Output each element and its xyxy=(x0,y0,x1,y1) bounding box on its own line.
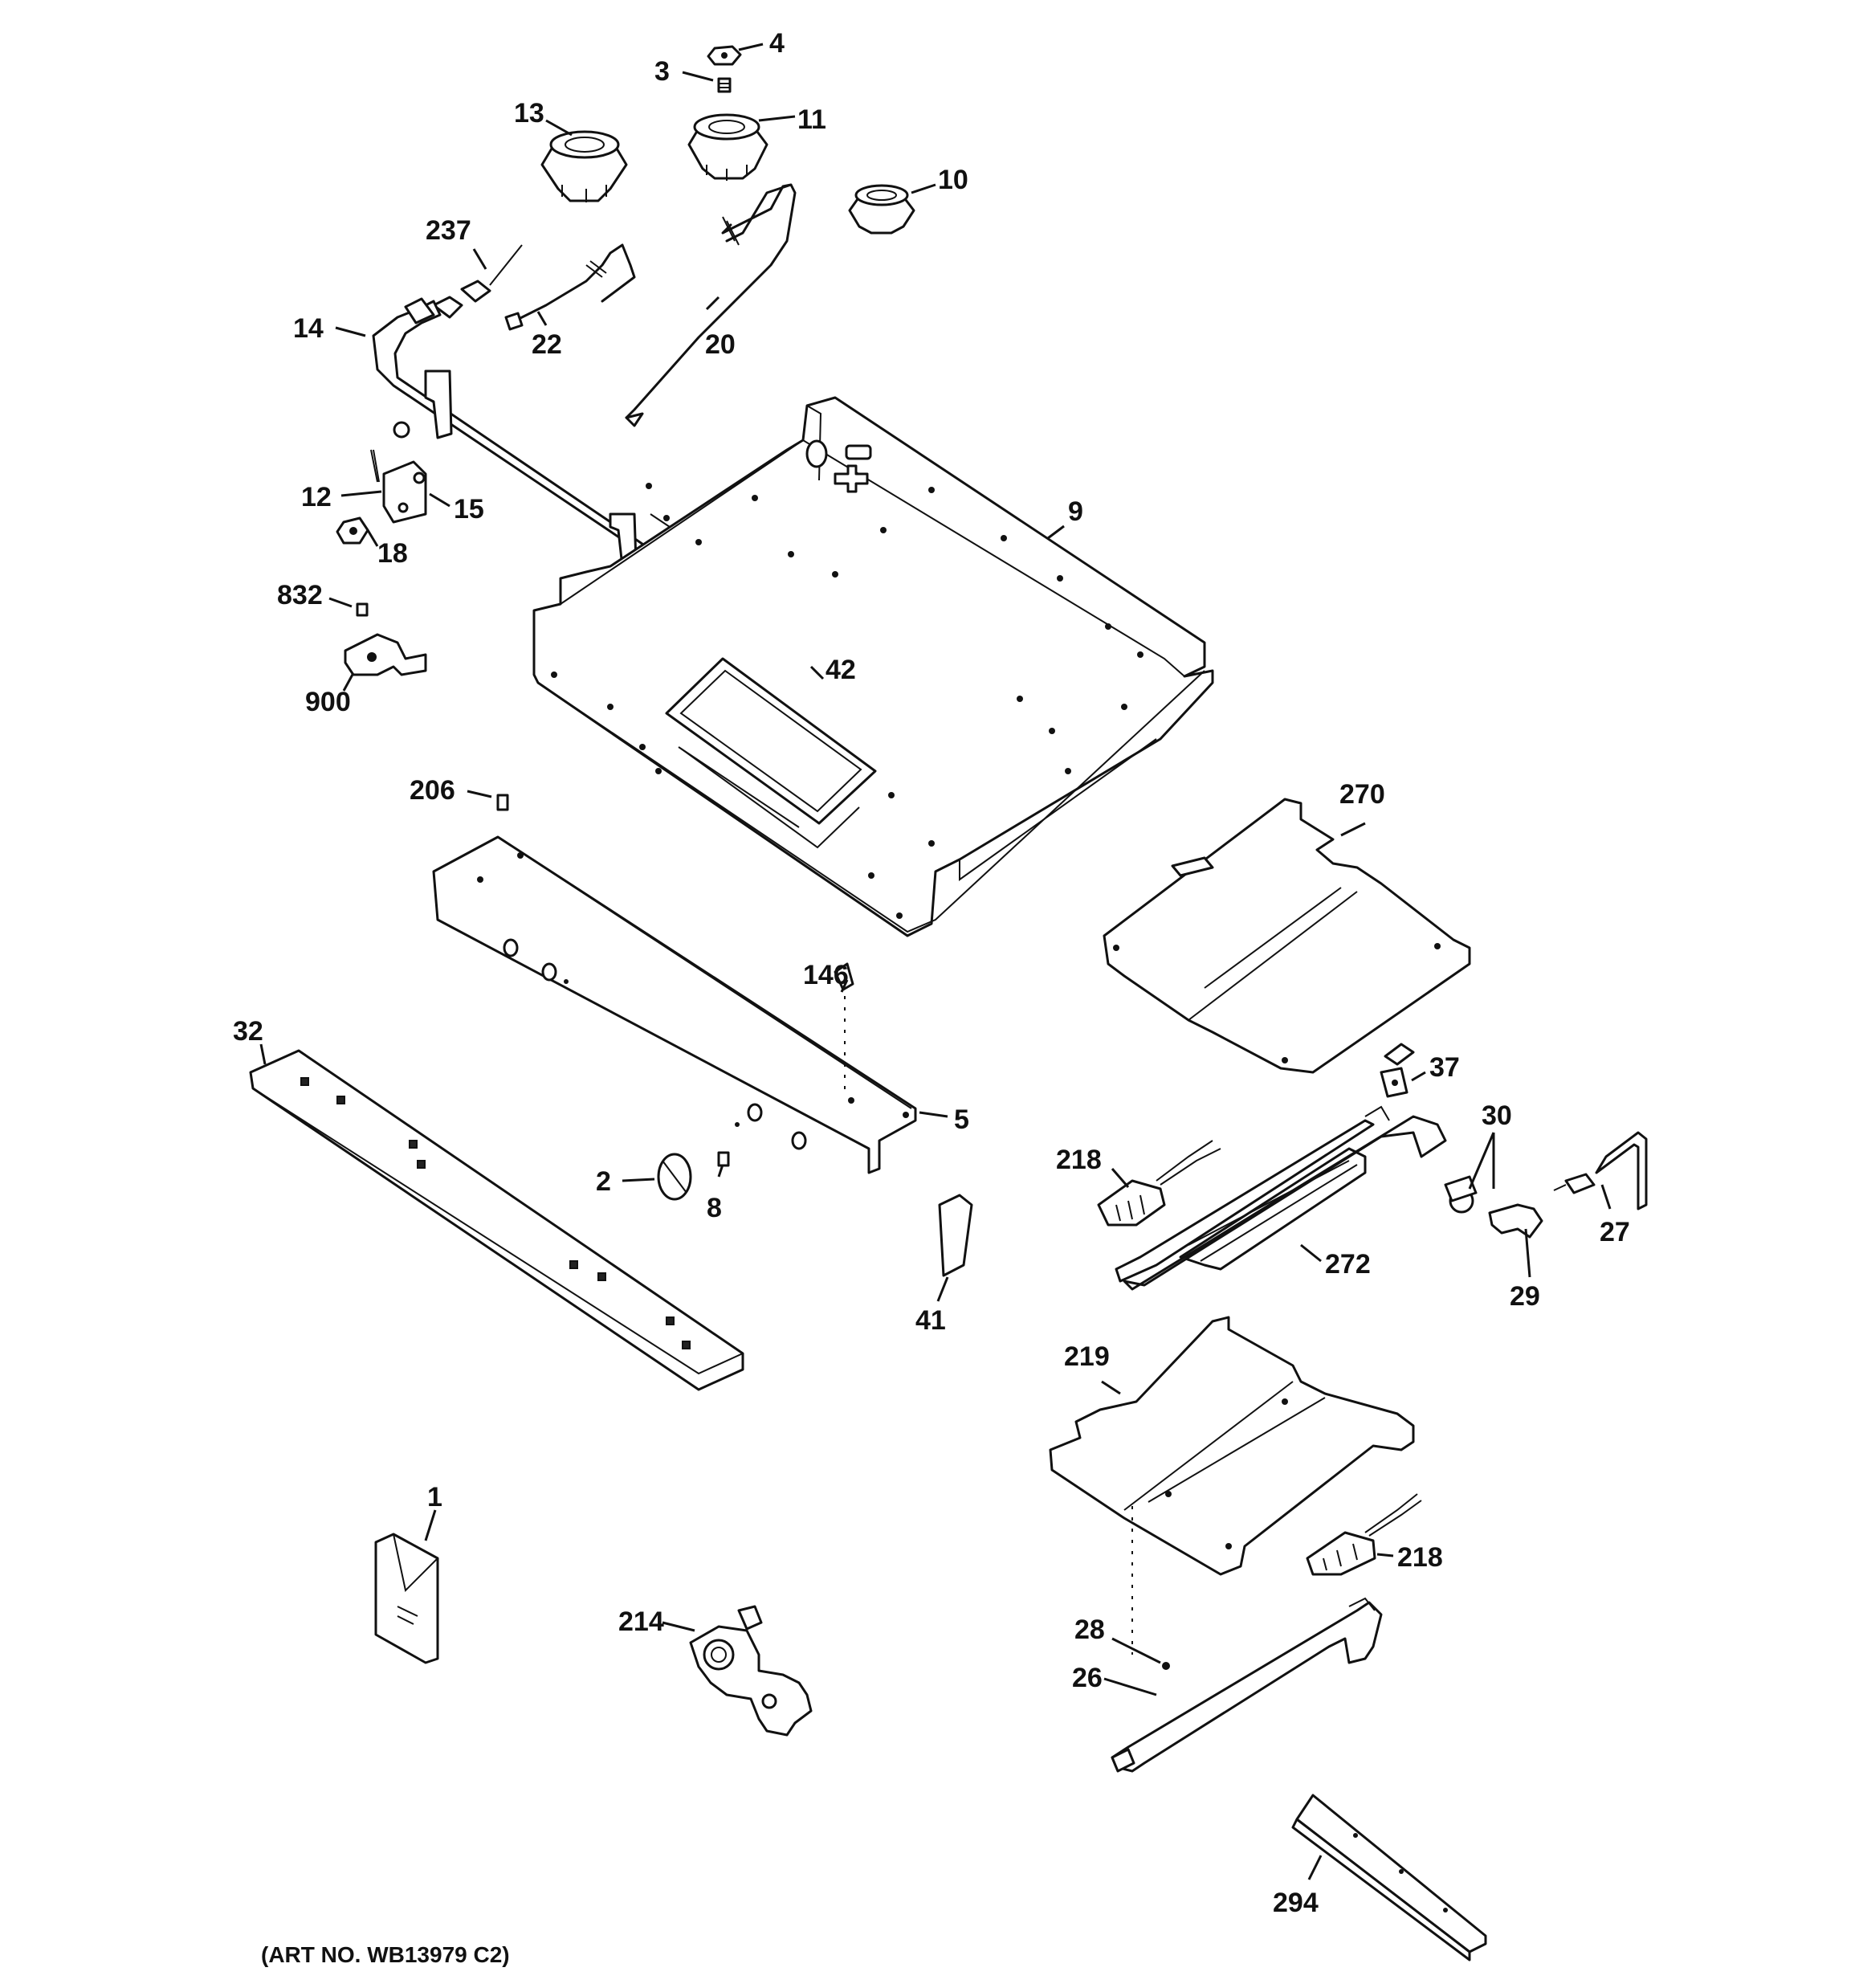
pipe-27 xyxy=(1553,1131,1648,1210)
burner-head-13 xyxy=(540,130,628,202)
burner-tube-22 xyxy=(504,243,636,331)
fitting-30 xyxy=(1444,1175,1478,1214)
screw-832 xyxy=(356,602,369,617)
callout-29: 29 xyxy=(1510,1281,1540,1312)
igniter-218-lower xyxy=(1306,1493,1422,1576)
elbow-29 xyxy=(1488,1203,1543,1239)
callout-12: 12 xyxy=(301,482,332,512)
screw-3 xyxy=(717,77,732,93)
literature-envelope-1 xyxy=(374,1533,439,1664)
callout-labels: 4 3 11 13 10 237 14 22 20 12 15 18 832 9… xyxy=(233,28,1630,1967)
knob-2 xyxy=(657,1153,692,1201)
callout-218-lower: 218 xyxy=(1397,1542,1443,1573)
callout-2: 2 xyxy=(596,1166,611,1197)
art-number: (ART NO. WB13979 C2) xyxy=(261,1942,510,1967)
burner-box-9 xyxy=(532,396,1214,937)
callout-5: 5 xyxy=(954,1104,969,1135)
igniter-218-upper xyxy=(1097,1140,1221,1227)
callout-42: 42 xyxy=(826,655,856,685)
fitting-237 xyxy=(432,244,523,319)
callout-4: 4 xyxy=(769,28,785,59)
burner-head-10 xyxy=(848,184,915,235)
callout-1: 1 xyxy=(427,1482,442,1512)
control-panel-5 xyxy=(432,835,917,1174)
callout-9: 9 xyxy=(1068,496,1083,527)
callout-270: 270 xyxy=(1339,779,1385,810)
callout-214: 214 xyxy=(618,1606,664,1637)
screw-206 xyxy=(496,794,509,811)
callout-37: 37 xyxy=(1429,1052,1460,1083)
callout-30: 30 xyxy=(1482,1100,1512,1131)
callout-15: 15 xyxy=(454,494,484,525)
callout-832: 832 xyxy=(277,580,323,610)
bake-burner-upper xyxy=(1123,1105,1447,1291)
callout-8: 8 xyxy=(707,1193,722,1223)
callout-28: 28 xyxy=(1074,1614,1105,1645)
callout-219: 219 xyxy=(1064,1341,1110,1372)
callout-32: 32 xyxy=(233,1016,263,1047)
callout-26: 26 xyxy=(1072,1663,1103,1693)
callout-218-upper: 218 xyxy=(1056,1145,1102,1175)
callout-146: 146 xyxy=(803,960,849,990)
burner-box-holes xyxy=(551,483,1143,919)
callout-27: 27 xyxy=(1600,1217,1630,1247)
nut-4 xyxy=(707,45,742,66)
callout-272: 272 xyxy=(1325,1249,1371,1280)
gas-valve-214 xyxy=(689,1605,813,1737)
bracket-294 xyxy=(1291,1794,1487,1961)
burner-tube-20 xyxy=(625,183,797,427)
callout-14: 14 xyxy=(293,313,324,344)
cover-41 xyxy=(938,1194,973,1277)
callout-18: 18 xyxy=(377,538,408,569)
nut-18 xyxy=(336,516,369,545)
bracket-900 xyxy=(344,633,427,676)
callout-11: 11 xyxy=(797,104,826,135)
burner-head-11 xyxy=(687,113,768,181)
callout-900: 900 xyxy=(305,687,351,717)
callout-237: 237 xyxy=(426,215,471,246)
valve-bracket-12 xyxy=(370,449,427,524)
callout-20: 20 xyxy=(705,329,736,360)
burner-tube-272 xyxy=(1115,1119,1375,1283)
callout-3: 3 xyxy=(654,56,670,87)
callout-22: 22 xyxy=(532,329,562,360)
callout-10: 10 xyxy=(938,165,968,195)
clip-146 xyxy=(834,962,854,1092)
screw-28 xyxy=(1162,1662,1170,1670)
cover-219 xyxy=(1049,1316,1415,1655)
clip-37 xyxy=(1380,1067,1408,1098)
bake-burner-26 xyxy=(1111,1597,1383,1773)
leader-lines xyxy=(259,43,1612,1880)
cover-270 xyxy=(1103,798,1471,1074)
callout-206: 206 xyxy=(410,775,455,806)
trim-strip-32 xyxy=(249,1049,744,1391)
callout-294: 294 xyxy=(1273,1888,1319,1918)
window-frame-42 xyxy=(665,657,877,849)
screw-8 xyxy=(717,1151,730,1167)
callout-41: 41 xyxy=(915,1305,946,1336)
callout-13: 13 xyxy=(514,98,544,129)
